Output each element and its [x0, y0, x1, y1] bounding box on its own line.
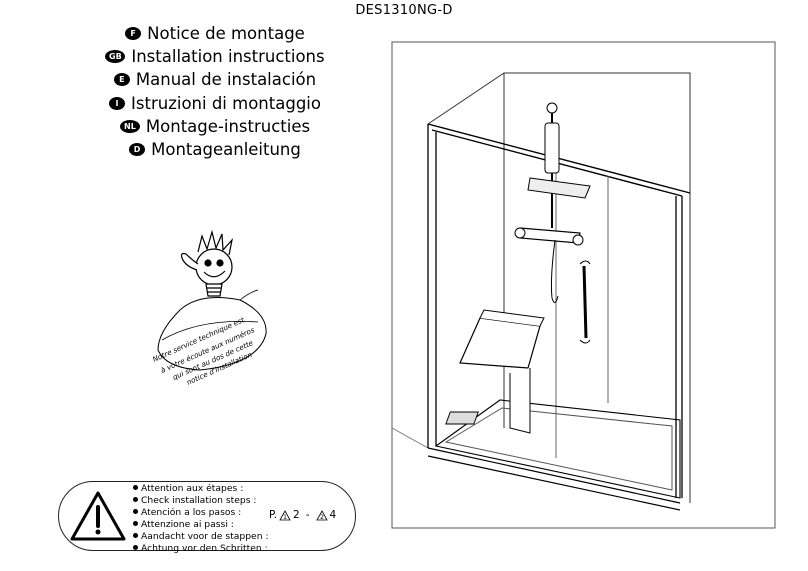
warning-step-it: Attenzione ai passi : [133, 519, 269, 531]
language-label: Manual de instalación [135, 70, 317, 90]
warning-step-de: Achtung vor den Schritten : [133, 543, 269, 555]
installation-warning-box: Attention aux étapes : Check installatio… [58, 481, 356, 554]
language-label: Notice de montage [147, 24, 305, 44]
warning-triangle-icon [70, 491, 126, 541]
mascot-head [195, 248, 233, 286]
language-item-fr: F Notice de montage [80, 22, 350, 45]
warning-step-nl: Aandacht voor de stappen : [133, 531, 269, 543]
document-model-number: DES1310NG-D [355, 3, 453, 18]
language-badge: E [113, 73, 130, 87]
step-marker-1-number: 2 [293, 509, 300, 521]
language-badge: I [109, 96, 126, 110]
warning-step-es: Atención a los pasos : [133, 507, 269, 519]
language-badge: NL [119, 119, 140, 133]
language-badge: GB [105, 50, 126, 64]
warning-steps-list: Attention aux étapes : Check installatio… [133, 483, 269, 556]
room-frame [391, 41, 776, 529]
step-marker-2-small: 2 [320, 514, 324, 521]
page-separator: - [305, 509, 310, 521]
language-badge: F [125, 27, 142, 41]
step-marker-icon: 2 [315, 509, 328, 521]
language-label: Istruzioni di montaggio [131, 93, 321, 113]
mascot-crown [197, 229, 234, 256]
step-marker-1-small: 1 [283, 514, 287, 521]
warning-step-gb: Check installation steps : [133, 495, 269, 507]
language-list: F Notice de montage GB Installation inst… [80, 22, 350, 161]
language-label: Montage-instructies [145, 116, 311, 136]
warning-page-references: P. 1 2 - 2 4 [269, 509, 336, 521]
step-marker-2-number: 4 [329, 509, 337, 521]
language-item-gb: GB Installation instructions [80, 45, 350, 68]
language-item-it: I Istruzioni di montaggio [80, 92, 350, 115]
step-marker-icon: 1 [279, 509, 291, 521]
language-label: Montageanleitung [151, 140, 301, 160]
language-item-de: D Montageanleitung [80, 138, 350, 161]
page-prefix: P. [269, 509, 278, 521]
support-mascot-illustration: Notre service technique est à votre écou… [151, 229, 267, 387]
language-item-es: E Manual de instalación [80, 68, 350, 91]
shower-cabin-illustration [391, 41, 776, 529]
language-label: Installation instructions [131, 47, 325, 67]
warning-step-fr: Attention aux étapes : [133, 483, 269, 495]
language-badge: D [129, 143, 146, 157]
language-item-nl: NL Montage-instructies [80, 115, 350, 138]
